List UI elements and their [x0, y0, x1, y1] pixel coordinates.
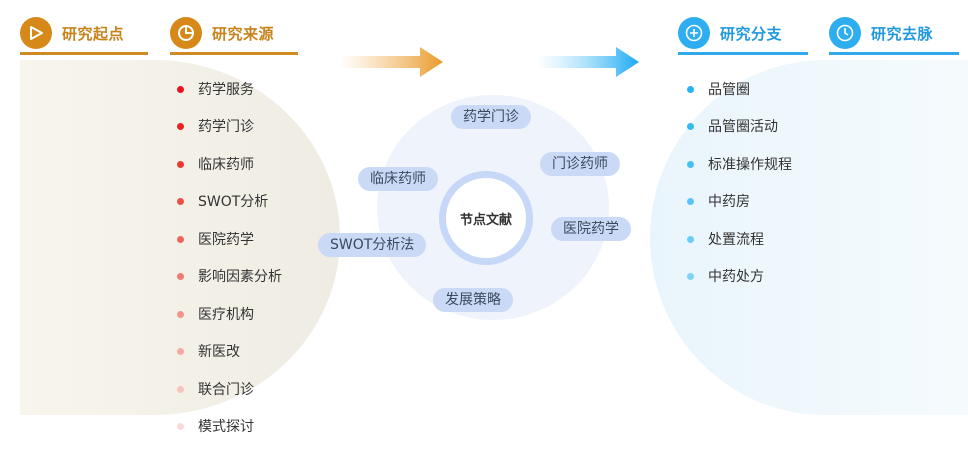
core-node-label: 节点文献 — [459, 212, 512, 228]
list-item-label: 标准操作规程 — [708, 157, 792, 173]
header-title: 研究起点 — [62, 25, 125, 43]
list-item-label: 药学服务 — [198, 82, 254, 98]
list-item-label: 联合门诊 — [198, 382, 254, 398]
keyword-pill[interactable]: 医院药学 — [551, 217, 631, 241]
header-underline — [829, 52, 959, 55]
bullet-dot — [177, 386, 184, 393]
header-research-trend: 研究去脉 — [829, 17, 959, 57]
bullet-dot — [687, 198, 694, 205]
header-underline — [170, 52, 298, 55]
keyword-pill[interactable]: 发展策略 — [433, 288, 513, 312]
list-item-label: 中药处方 — [708, 269, 764, 285]
bullet-dot — [177, 198, 184, 205]
bullet-dot — [687, 273, 694, 280]
list-item-label: 临床药师 — [198, 157, 254, 173]
header-title: 研究分支 — [720, 25, 783, 43]
list-item-label: 医疗机构 — [198, 307, 254, 323]
bullet-dot — [687, 86, 694, 93]
keyword-pill[interactable]: SWOT分析法 — [318, 233, 427, 257]
header-underline — [20, 52, 148, 55]
bullet-dot — [687, 161, 694, 168]
right-background-shape — [650, 60, 968, 415]
header-title: 研究来源 — [212, 25, 275, 43]
core-node[interactable]: 节点文献 — [439, 171, 533, 265]
bullet-dot — [687, 236, 694, 243]
header-research-source: 研究来源 — [170, 17, 298, 57]
bullet-dot — [177, 86, 184, 93]
list-item-label: 医院药学 — [198, 232, 254, 248]
list-item-label: 品管圈 — [708, 82, 750, 98]
header-research-branch: 研究分支 — [678, 17, 808, 57]
list-item-label: 模式探讨 — [198, 419, 254, 435]
bullet-dot — [177, 311, 184, 318]
bullet-dot — [177, 423, 184, 430]
header-underline — [678, 52, 808, 55]
list-item-label: 影响因素分析 — [198, 269, 282, 285]
bullet-dot — [687, 123, 694, 130]
plus-circle-icon — [678, 17, 710, 49]
bullet-dot — [177, 236, 184, 243]
arrow-right-orange — [340, 47, 443, 77]
list-item-label: 药学门诊 — [198, 119, 254, 135]
play-triangle-icon — [20, 17, 52, 49]
keyword-pill[interactable]: 药学门诊 — [451, 105, 531, 129]
bullet-dot — [177, 273, 184, 280]
header-title: 研究去脉 — [871, 25, 934, 43]
bullet-dot — [177, 348, 184, 355]
keyword-pill[interactable]: 门诊药师 — [540, 152, 620, 176]
bullet-dot — [177, 123, 184, 130]
arrow-right-blue — [536, 47, 639, 77]
header-research-start: 研究起点 — [20, 17, 148, 57]
list-item-label: 品管圈活动 — [708, 119, 778, 135]
keyword-pill[interactable]: 临床药师 — [358, 167, 438, 191]
bullet-dot — [177, 161, 184, 168]
list-item-label: SWOT分析 — [198, 194, 269, 210]
list-item-label: 中药房 — [708, 194, 750, 210]
pie-chart-icon — [170, 17, 202, 49]
list-item-label: 新医改 — [198, 344, 240, 360]
list-item-label: 处置流程 — [708, 232, 764, 248]
clock-icon — [829, 17, 861, 49]
